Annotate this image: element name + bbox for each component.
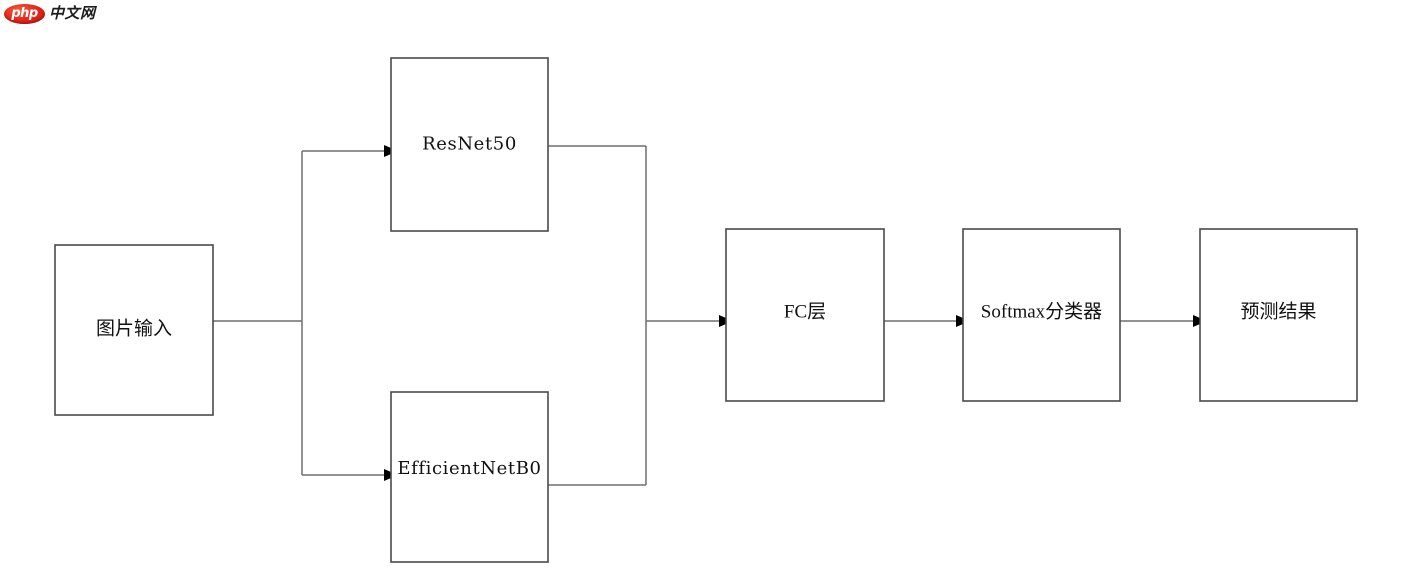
node-label: 图片输入 bbox=[96, 317, 172, 339]
node-label: ResNet50 bbox=[422, 134, 517, 155]
watermark-site-text: 中文网 bbox=[49, 4, 96, 22]
php-logo-text: php bbox=[11, 6, 38, 21]
node-efficientnetb0[interactable]: EfficientNetB0 bbox=[390, 391, 549, 563]
php-logo-icon: php bbox=[4, 3, 45, 24]
node-label: Softmax分类器 bbox=[981, 300, 1102, 322]
edge-split-to-efficientnet bbox=[302, 469, 398, 481]
node-box[interactable] bbox=[1199, 228, 1358, 402]
node-label: FC层 bbox=[784, 301, 826, 322]
node-softmax[interactable]: Softmax分类器 bbox=[962, 228, 1121, 402]
node-box[interactable] bbox=[54, 244, 214, 416]
node-prediction[interactable]: 预测结果 bbox=[1199, 228, 1358, 402]
node-label: 预测结果 bbox=[1240, 300, 1316, 322]
node-box[interactable] bbox=[725, 228, 885, 402]
node-box[interactable] bbox=[390, 57, 549, 232]
node-resnet50[interactable]: ResNet50 bbox=[390, 57, 549, 232]
node-box[interactable] bbox=[390, 391, 549, 563]
node-input[interactable]: 图片输入 bbox=[54, 244, 214, 416]
edge-fc-to-softmax bbox=[884, 315, 970, 327]
node-box[interactable] bbox=[962, 228, 1121, 402]
edge-softmax-to-prediction bbox=[1120, 315, 1207, 327]
edge-split-to-resnet bbox=[302, 145, 398, 157]
node-label: EfficientNetB0 bbox=[397, 458, 541, 479]
node-fc[interactable]: FC层 bbox=[725, 228, 885, 402]
edge-merge-to-fc bbox=[646, 315, 733, 327]
watermark: php 中文网 bbox=[4, 3, 96, 24]
